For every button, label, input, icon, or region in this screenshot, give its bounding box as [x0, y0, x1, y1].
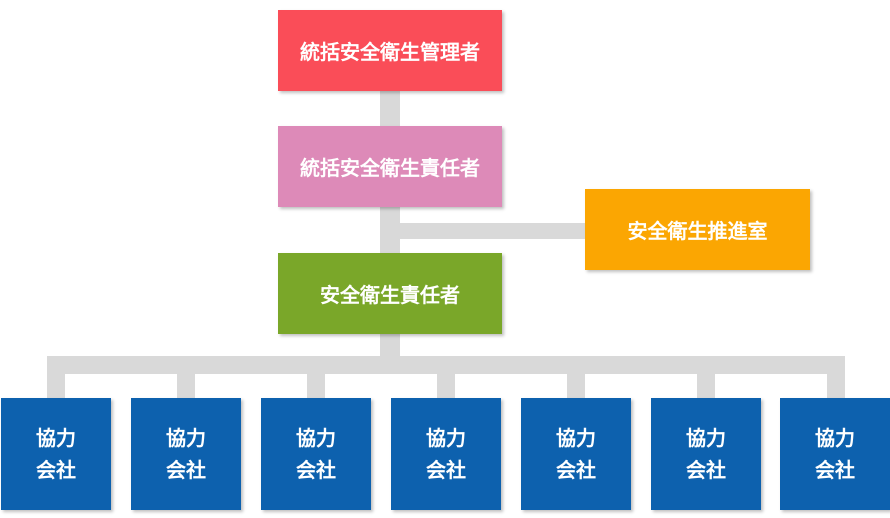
partner-company-label: 協力 会社: [36, 426, 76, 482]
safety-health-promotion-office-label: 安全衛生推進室: [627, 219, 768, 243]
partner-company-box: 協力 会社: [651, 398, 761, 510]
safety-health-responsible-person-label: 安全衛生責任者: [320, 283, 460, 307]
partner-company-box: 協力 会社: [1, 398, 111, 510]
general-safety-health-manager-label: 統括安全衛生管理者: [300, 40, 480, 64]
partner-company-box: 協力 会社: [391, 398, 501, 510]
connector-drop-4: [437, 356, 455, 398]
connector-top-to-supervisor: [380, 91, 400, 126]
safety-health-promotion-office-box: 安全衛生推進室: [585, 189, 810, 270]
general-safety-health-supervisor-label: 統括安全衛生責任者: [300, 156, 480, 180]
connector-to-promotion-office: [400, 223, 585, 239]
partner-company-label: 協力 会社: [686, 426, 726, 482]
connector-drop-6: [697, 356, 715, 398]
partner-company-label: 協力 会社: [426, 426, 466, 482]
partner-company-box: 協力 会社: [521, 398, 631, 510]
partner-company-row: 協力 会社 協力 会社 協力 会社 協力 会社 協力 会社 協力 会社 協力 会…: [0, 398, 890, 510]
connector-supervisor-to-responsible: [380, 207, 400, 253]
connector-drop-1: [47, 356, 65, 398]
connector-drop-2: [177, 356, 195, 398]
partner-company-label: 協力 会社: [815, 426, 855, 482]
partner-company-label: 協力 会社: [556, 426, 596, 482]
safety-health-responsible-person-box: 安全衛生責任者: [278, 253, 502, 334]
connector-drop-7: [827, 356, 845, 398]
partner-company-label: 協力 会社: [296, 426, 336, 482]
general-safety-health-manager-box: 統括安全衛生管理者: [278, 10, 502, 91]
partner-company-box: 協力 会社: [131, 398, 241, 510]
general-safety-health-supervisor-box: 統括安全衛生責任者: [278, 126, 502, 207]
connector-drop-3: [307, 356, 325, 398]
partner-company-label: 協力 会社: [166, 426, 206, 482]
partner-company-box: 協力 会社: [261, 398, 371, 510]
connector-drop-5: [567, 356, 585, 398]
connector-responsible-down: [380, 334, 400, 356]
partner-company-box: 協力 会社: [780, 398, 890, 510]
